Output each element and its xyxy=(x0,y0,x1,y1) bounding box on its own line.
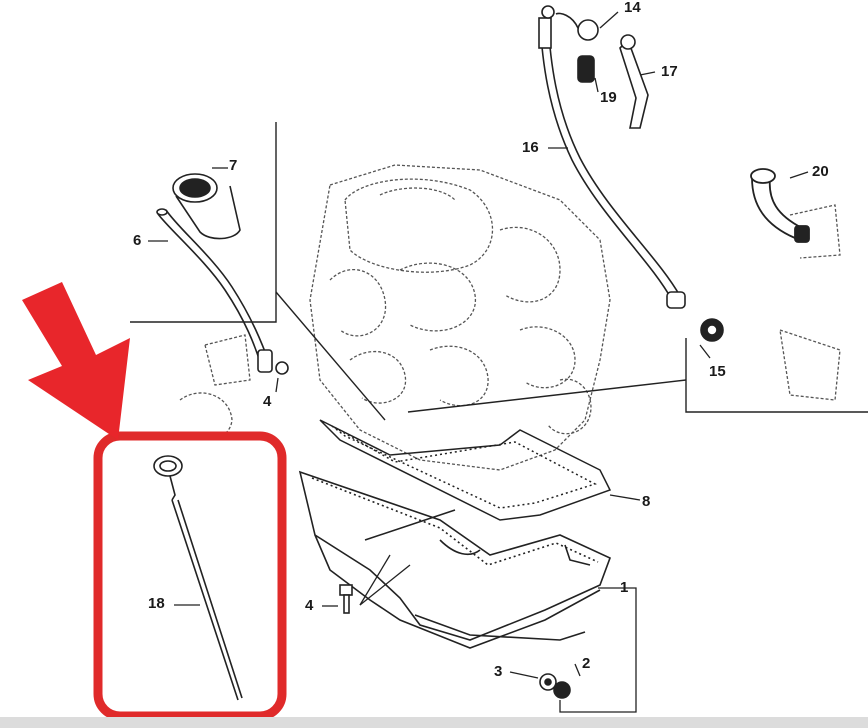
oil-filler-cap xyxy=(172,173,241,240)
callout-15: 15 xyxy=(709,363,726,380)
callout-3: 3 xyxy=(494,663,503,680)
callout-16: 16 xyxy=(522,139,539,156)
callout-4-lower: 4 xyxy=(305,597,314,614)
callout-2: 2 xyxy=(582,655,591,672)
callout-20: 20 xyxy=(812,163,829,180)
callout-7: 7 xyxy=(229,157,238,174)
callout-19: 19 xyxy=(600,89,617,106)
callout-18: 18 xyxy=(148,595,165,612)
callout-8: 8 xyxy=(642,493,651,510)
breather-hose xyxy=(538,5,686,309)
callout-6: 6 xyxy=(133,232,142,249)
leader-lines xyxy=(148,11,809,713)
oil-dipstick xyxy=(153,455,243,701)
oil-pan-gasket xyxy=(319,419,612,521)
frame-lines xyxy=(130,122,868,421)
callout-1: 1 xyxy=(620,579,629,596)
drain-plug xyxy=(539,673,571,699)
highlight-arrow-icon xyxy=(22,282,130,440)
elbow-hose xyxy=(750,168,810,243)
callout-17: 17 xyxy=(661,63,678,80)
callout-14: 14 xyxy=(624,0,641,16)
oil-pan xyxy=(298,470,612,649)
dipstick-tube xyxy=(156,208,289,375)
engine-block xyxy=(179,164,841,471)
callout-4-upper: 4 xyxy=(263,393,272,410)
pan-bolt xyxy=(339,584,353,614)
bottom-strip xyxy=(0,717,868,728)
hose-fittings xyxy=(555,12,724,342)
highlight-box xyxy=(93,431,287,721)
